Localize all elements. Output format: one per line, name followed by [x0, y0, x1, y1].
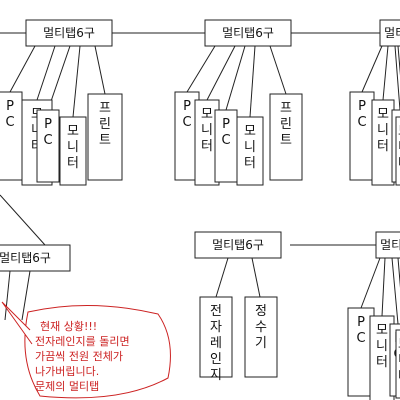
fan-line: [249, 45, 256, 118]
fan-line: [215, 257, 229, 298]
fan-line: [394, 45, 400, 111]
fan-line: [391, 257, 399, 325]
device-box-outline: [236, 116, 264, 186]
fan-line: [94, 45, 106, 95]
fan-line: [381, 257, 386, 317]
power-strip-hub: 멀티탭6구: [25, 19, 113, 47]
device-box-outline: [269, 93, 303, 181]
fan-line: [397, 257, 400, 289]
fan-line: [225, 45, 246, 111]
power-strip-hub: 멀티탭6구: [375, 231, 400, 259]
hub-box: [0, 244, 71, 272]
power-strip-hub: 멀티탭6구: [204, 19, 292, 47]
hub-box: [379, 19, 400, 47]
hub-label: 멀티탭6구: [384, 26, 400, 40]
device-box-outline: [36, 109, 60, 183]
backbone-line-left: [0, 194, 46, 246]
device-label: 모니터: [398, 337, 400, 384]
power-strip-hub: 멀티탭6구: [0, 244, 71, 272]
warning-note-pointer: [1, 301, 33, 345]
fan-line: [186, 45, 216, 93]
hub-label: 멀티탭6구: [212, 238, 264, 252]
fan-line: [21, 270, 31, 321]
hub-label: 멀티탭6구: [43, 26, 95, 40]
fan-line: [269, 45, 287, 95]
hub-label: 멀티탭6구: [380, 238, 400, 252]
fan-line: [360, 257, 381, 309]
device-box-outline: [395, 329, 400, 399]
device-box-outline: [395, 116, 400, 186]
fan-line: [361, 45, 383, 93]
hub-box: [25, 19, 113, 47]
warning-note-line: 가끔씩 전원 전체가: [35, 350, 123, 363]
fan-line: [72, 45, 81, 118]
fan-line: [47, 45, 71, 111]
hub-box: [194, 231, 282, 259]
device-box-outline: [87, 93, 123, 181]
hub-box: [375, 231, 400, 259]
fan-line: [397, 45, 400, 76]
warning-note-bubble: [24, 305, 171, 399]
fan-line: [206, 45, 236, 101]
fan-line: [36, 45, 56, 101]
device-label: 모니터: [398, 124, 400, 171]
fan-line: [4, 270, 11, 321]
hub-label: 멀티탭6구: [222, 26, 274, 40]
fan-line: [9, 45, 36, 93]
device-box: 모니터: [395, 116, 400, 186]
warning-note-line: 나가버립니다.: [35, 365, 99, 378]
device-box-outline: [199, 296, 233, 378]
power-strip-hub: 멀티탭6구: [194, 231, 282, 259]
power-strip-hub: 멀티탭6구: [379, 19, 400, 47]
fan-line: [251, 257, 261, 298]
device-box-outline: [244, 296, 278, 378]
fan-line: [382, 45, 389, 101]
hub-label: 멀티탭6구: [0, 251, 51, 265]
device-box-outline: [59, 116, 87, 186]
hub-box: [204, 19, 292, 47]
warning-note-line: 문제의 멀티탭: [35, 380, 99, 393]
device-box: 모니터: [395, 329, 400, 399]
warning-note-line: 현재 상황!!!: [40, 320, 97, 333]
warning-note-line: 전자레인지를 돌리면: [35, 335, 130, 348]
